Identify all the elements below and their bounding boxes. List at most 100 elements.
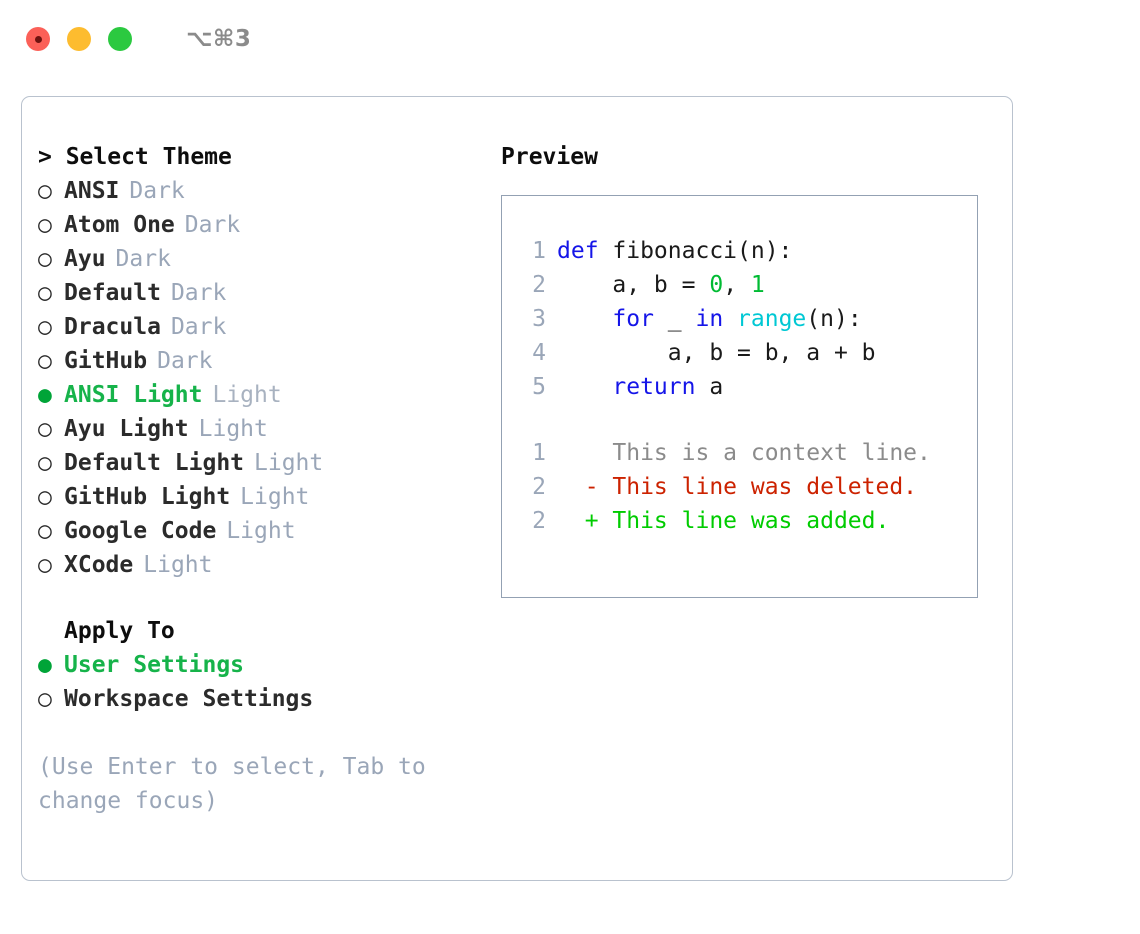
keyboard-shortcut-label: ⌥⌘3 — [186, 26, 252, 52]
theme-option[interactable]: ○ Google Code Light — [38, 514, 478, 548]
code-token — [557, 370, 612, 404]
maximize-window-button[interactable] — [108, 27, 132, 51]
diff-line: 2 + This line was added. — [502, 504, 977, 538]
theme-option[interactable]: ○ XCode Light — [38, 548, 478, 582]
diff-line-text: - This line was deleted. — [557, 474, 918, 500]
code-token: , — [723, 272, 751, 298]
title-bar: ⌥⌘3 — [0, 0, 1140, 78]
theme-option-mode: Light — [198, 416, 268, 442]
diff-sample: 1 This is a context line.2 - This line w… — [502, 436, 977, 538]
theme-option-name: Ayu — [64, 246, 106, 272]
apply-to-option[interactable]: ○ Workspace Settings — [38, 682, 478, 716]
theme-option-name: Default Light — [64, 450, 245, 476]
radio-unselected-icon: ○ — [38, 280, 52, 306]
radio-unselected-icon: ○ — [38, 686, 52, 712]
radio-unselected-icon: ○ — [38, 450, 52, 476]
code-token — [557, 302, 612, 336]
theme-option-name: Atom One — [64, 212, 175, 238]
code-diff-gap — [502, 404, 977, 436]
theme-option[interactable]: ○ Dracula Dark — [38, 310, 478, 344]
apply-to-option-name: User Settings — [64, 652, 245, 678]
diff-line-number: 2 — [532, 474, 546, 500]
theme-option[interactable]: ○ Ayu Light Light — [38, 412, 478, 446]
diff-line: 1 This is a context line. — [502, 436, 977, 470]
theme-option-name: ANSI Light — [64, 382, 203, 408]
theme-option[interactable]: ● ANSI Light Light — [38, 378, 478, 412]
code-line: 5 return a — [502, 370, 977, 404]
theme-option-name: Ayu Light — [64, 416, 189, 442]
theme-option-mode: Light — [212, 382, 282, 408]
code-token: _ — [653, 306, 696, 332]
code-token: 1 — [750, 272, 765, 298]
apply-to-list: ● User Settings ○ Workspace Settings — [38, 648, 478, 716]
theme-option[interactable]: ○ ANSI Dark — [38, 174, 478, 208]
code-token: def — [557, 238, 613, 264]
diff-line-text: This is a context line. — [557, 440, 931, 466]
radio-selected-icon: ● — [38, 652, 52, 678]
code-token — [723, 302, 737, 336]
apply-to-option-name: Workspace Settings — [64, 686, 314, 712]
apply-to-heading: Apply To — [64, 618, 175, 644]
theme-option[interactable]: ○ Default Light Light — [38, 446, 478, 480]
code-token: range — [737, 306, 807, 332]
code-line-number: 4 — [532, 340, 546, 366]
code-line-number: 1 — [532, 238, 546, 264]
code-token: (n): — [806, 306, 862, 332]
theme-option-name: GitHub — [64, 348, 148, 374]
close-window-button[interactable] — [26, 27, 50, 51]
radio-unselected-icon: ○ — [38, 314, 52, 340]
theme-option-mode: Dark — [115, 246, 171, 272]
theme-option-mode: Light — [240, 484, 310, 510]
theme-option-name: XCode — [64, 552, 134, 578]
preview-title: Preview — [501, 144, 598, 170]
code-token: a, b = b, a + b — [557, 340, 876, 366]
theme-option-name: Default — [64, 280, 161, 306]
diff-line-number: 1 — [532, 440, 546, 466]
code-line-number: 5 — [532, 374, 546, 400]
diff-line: 2 - This line was deleted. — [502, 470, 977, 504]
code-token: 0 — [709, 272, 724, 298]
code-token: for — [612, 306, 654, 332]
theme-option-name: Dracula — [64, 314, 161, 340]
theme-option-mode: Dark — [184, 212, 241, 238]
keyboard-hint-text: (Use Enter to select, Tab to change focu… — [38, 754, 440, 814]
radio-selected-icon: ● — [38, 382, 52, 408]
radio-unselected-icon: ○ — [38, 348, 52, 374]
code-token: in — [695, 306, 724, 332]
theme-option-name: Google Code — [64, 518, 217, 544]
diff-line-text: + This line was added. — [557, 508, 890, 534]
theme-option-mode: Dark — [129, 178, 185, 204]
theme-option-mode: Light — [143, 552, 213, 578]
theme-option-mode: Light — [254, 450, 324, 476]
theme-option-name: ANSI — [64, 178, 120, 204]
code-line: 1 def fibonacci(n): — [502, 234, 977, 268]
diff-line-number: 2 — [532, 508, 546, 534]
theme-option[interactable]: ○ GitHub Dark — [38, 344, 478, 378]
theme-option-mode: Dark — [170, 314, 227, 340]
hint-spacer — [38, 716, 478, 750]
minimize-window-button[interactable] — [67, 27, 91, 51]
code-token: fibonacci(n): — [612, 238, 793, 264]
radio-unselected-icon: ○ — [38, 178, 52, 204]
code-token: a — [695, 374, 724, 400]
theme-option-name: GitHub Light — [64, 484, 231, 510]
code-token: return — [612, 374, 696, 400]
theme-option-mode: Dark — [157, 348, 213, 374]
code-line-number: 3 — [532, 306, 546, 332]
radio-unselected-icon: ○ — [38, 518, 52, 544]
radio-unselected-icon: ○ — [38, 552, 52, 578]
apply-to-option[interactable]: ● User Settings — [38, 648, 478, 682]
theme-option-mode: Light — [226, 518, 296, 544]
radio-unselected-icon: ○ — [38, 416, 52, 442]
